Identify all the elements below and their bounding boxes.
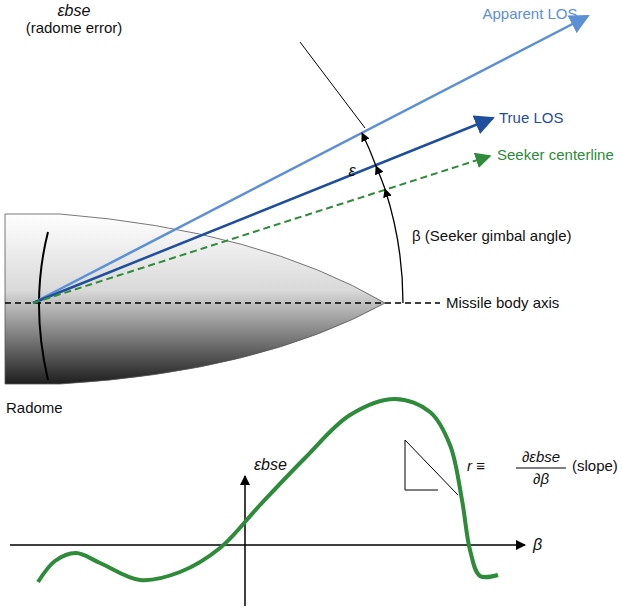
formula-text: ∂β xyxy=(533,471,549,488)
radome-wall xyxy=(39,232,48,380)
leader-line xyxy=(300,42,365,128)
x-axis xyxy=(10,544,525,546)
line-label: True LOS xyxy=(499,110,563,127)
formula-text: ∂εbse xyxy=(522,449,560,466)
line-label: Apparent LOS xyxy=(482,6,577,23)
radome-error-curve xyxy=(38,399,498,582)
beta-arc xyxy=(385,189,403,303)
epsilon-arc xyxy=(376,166,385,189)
angle-label: εbse xyxy=(58,2,91,20)
line-label: Seeker centerline xyxy=(497,147,614,164)
axis-label: εbse xyxy=(254,456,287,474)
missile-body xyxy=(5,214,385,384)
body-axis xyxy=(5,302,440,303)
formula-text: (slope) xyxy=(572,458,618,475)
slope-triangle xyxy=(405,440,438,490)
angle-label: β (Seeker gimbal angle) xyxy=(412,228,572,245)
axis-label: Missile body axis xyxy=(446,295,559,312)
angle-label: (radome error) xyxy=(26,20,123,37)
true-los xyxy=(33,118,493,303)
part-name: Radome xyxy=(6,400,63,417)
fraction-bar xyxy=(516,468,566,469)
axis-label: β xyxy=(533,536,542,554)
radome-error-arc xyxy=(362,133,376,166)
angle-label: ε xyxy=(348,162,355,180)
formula-text: r ≡ xyxy=(467,458,485,475)
y-axis xyxy=(244,476,246,606)
